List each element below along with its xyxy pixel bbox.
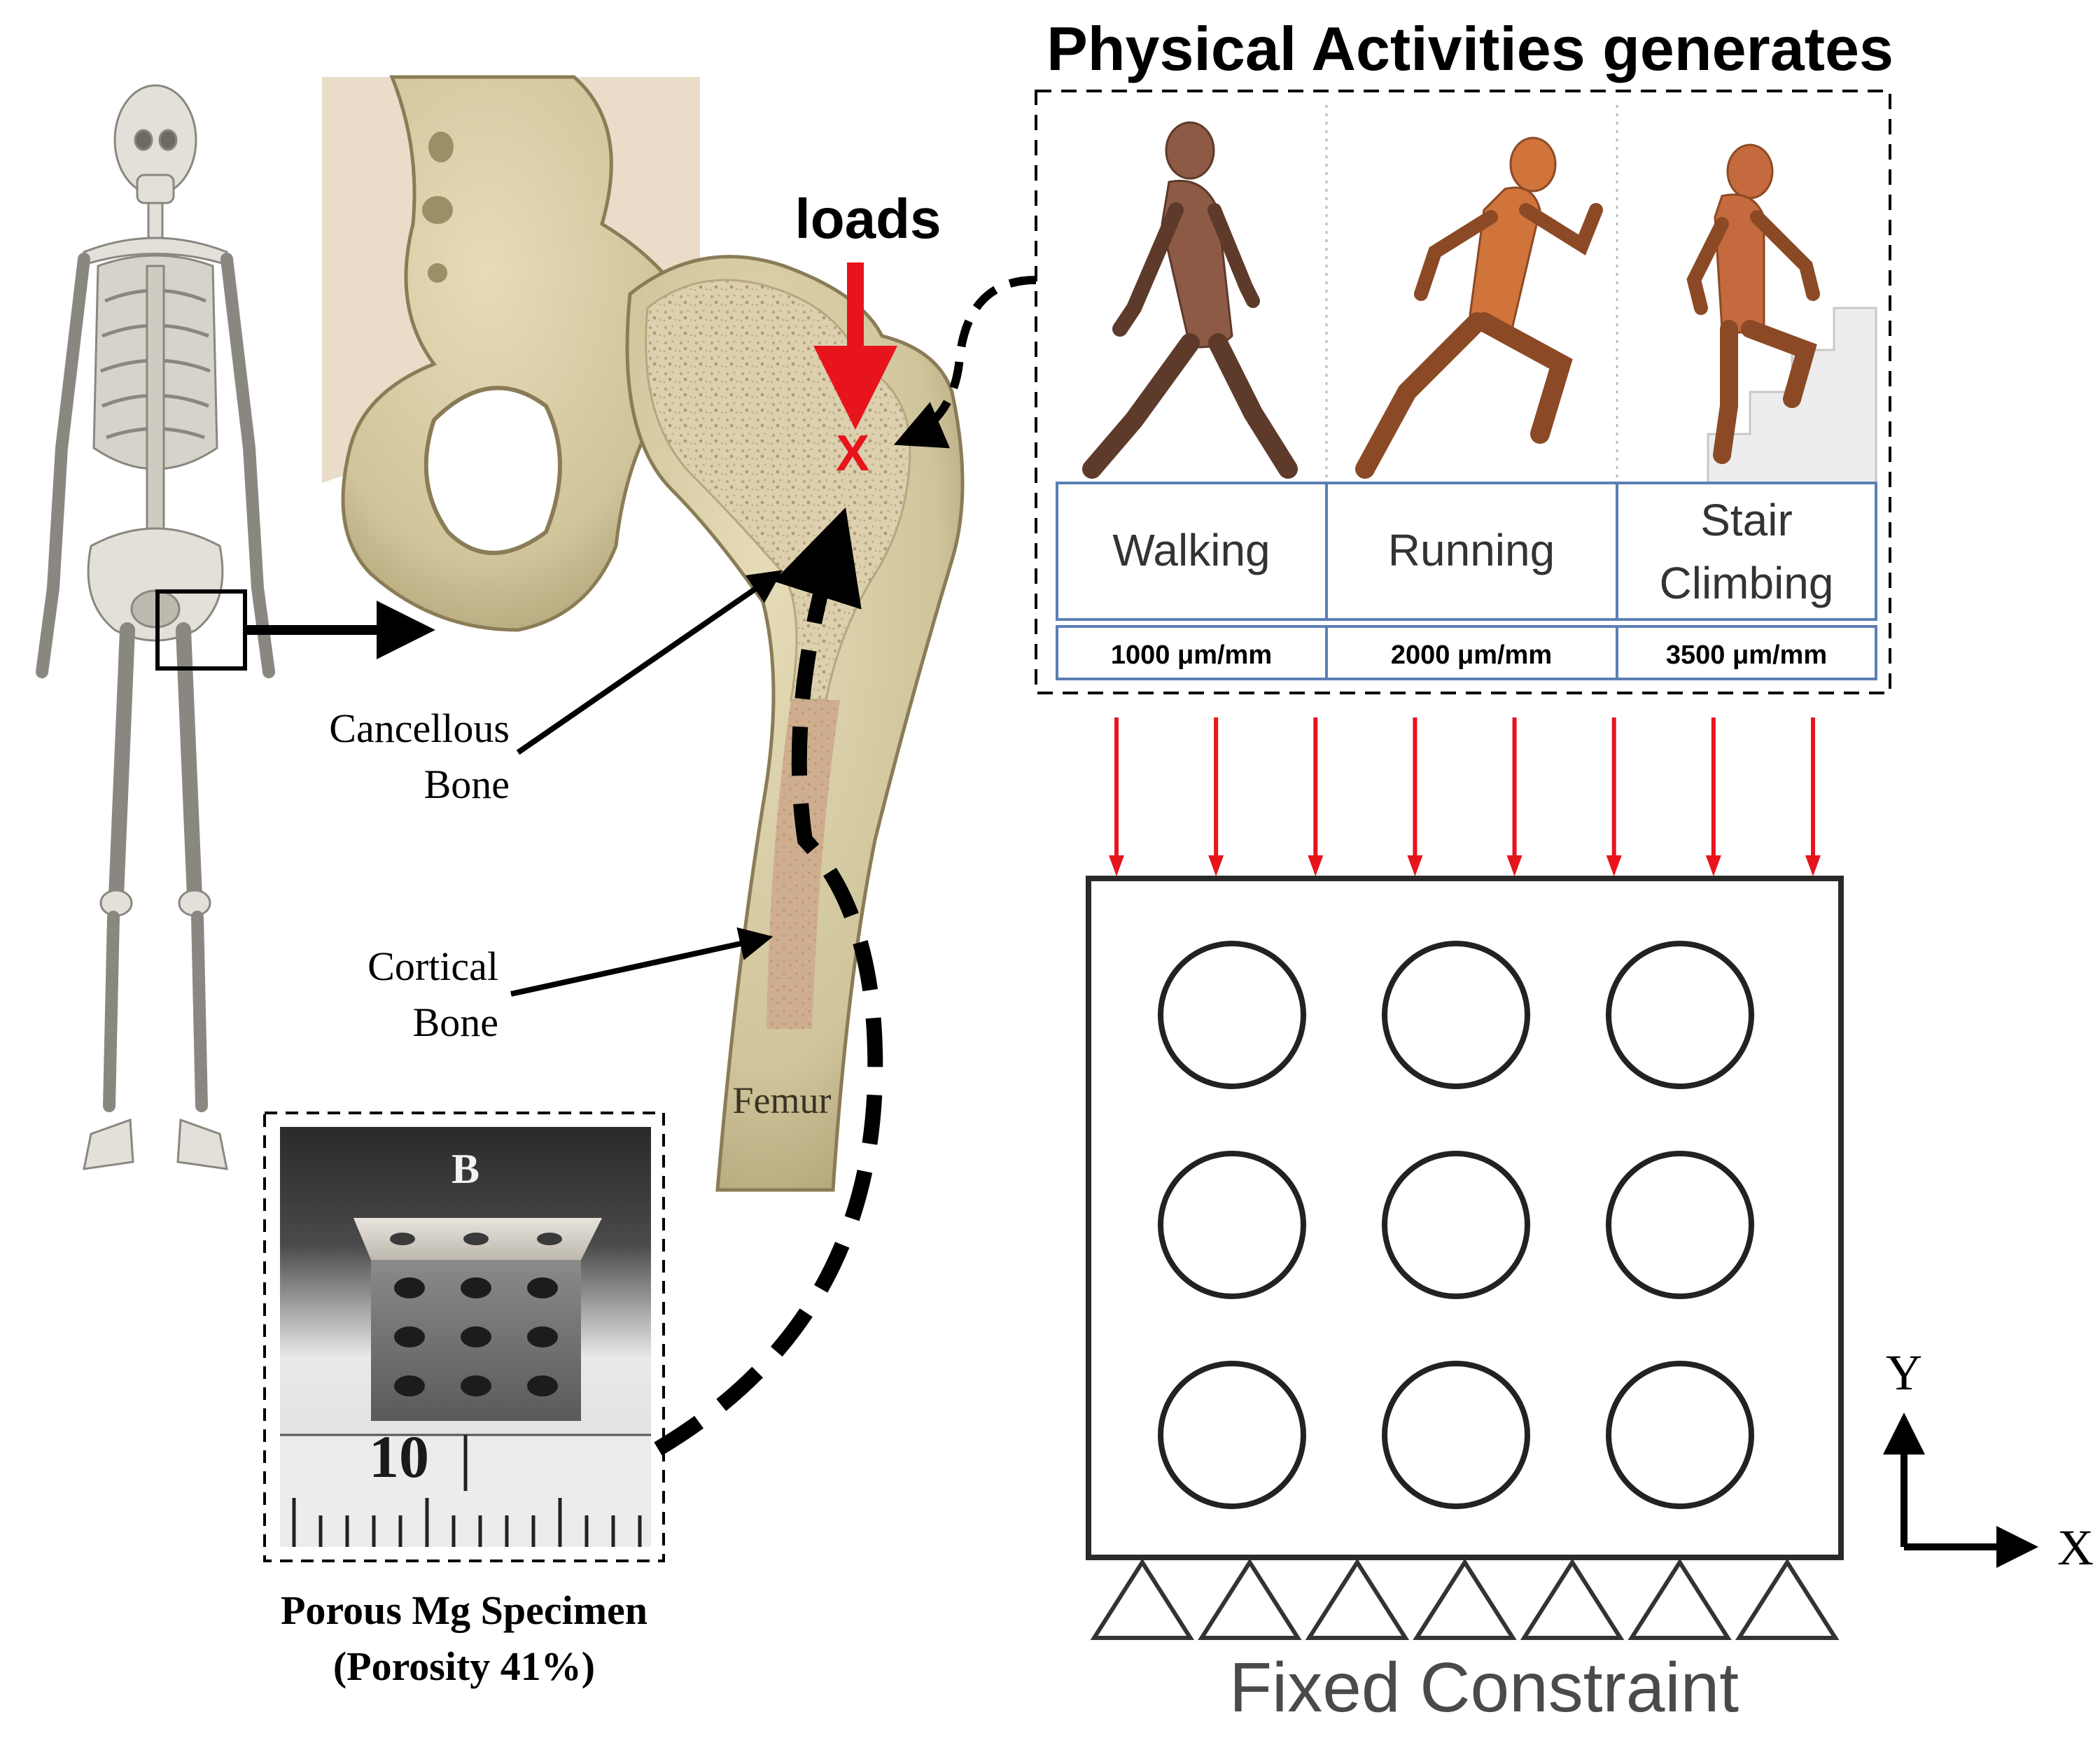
cube-front-hole bbox=[461, 1277, 491, 1298]
pore-circle bbox=[1606, 941, 1754, 1089]
support-triangle bbox=[1305, 1558, 1410, 1640]
pore-circle bbox=[1382, 941, 1530, 1089]
specimen-caption-line1: Porous Mg Specimen bbox=[281, 1588, 648, 1633]
fixed-supports bbox=[1090, 1558, 1840, 1640]
pore-circle bbox=[1158, 1151, 1306, 1299]
coordinate-axes bbox=[1883, 1413, 2038, 1568]
specimen-caption-line2: (Porosity 41%) bbox=[333, 1644, 595, 1689]
load-arrow-head bbox=[1308, 855, 1324, 876]
specimen-photo-letter: B bbox=[451, 1146, 479, 1192]
porous-model-block bbox=[1086, 876, 1844, 1560]
cancellous-bone-label-line2: Bone bbox=[424, 762, 510, 807]
distributed-load-arrows bbox=[1109, 717, 1821, 876]
specimen-dashed-frame bbox=[263, 1112, 665, 1562]
support-triangle bbox=[1090, 1558, 1195, 1640]
cube-front-hole bbox=[394, 1326, 425, 1347]
activity-running-strain: 2000 μm/mm bbox=[1391, 640, 1552, 670]
cancellous-pointer bbox=[516, 570, 783, 755]
cube-front-hole bbox=[527, 1326, 558, 1347]
hip-joint-highlight-box bbox=[155, 589, 247, 671]
axis-x-label: X bbox=[2057, 1520, 2094, 1576]
activity-table bbox=[1056, 482, 1877, 680]
activities-title: Physical Activities generates bbox=[1046, 14, 1893, 83]
support-triangle bbox=[1735, 1558, 1840, 1640]
cortical-bone-label-line2: Bone bbox=[413, 1000, 498, 1045]
femur-label: Femur bbox=[733, 1079, 832, 1121]
activity-stair-strain: 3500 μm/mm bbox=[1666, 640, 1827, 670]
pore-circle bbox=[1158, 941, 1306, 1089]
load-arrow-head bbox=[1407, 855, 1423, 876]
cube-front-hole bbox=[461, 1326, 491, 1347]
load-arrow-head bbox=[1506, 855, 1522, 876]
load-arrow-head bbox=[1606, 855, 1622, 876]
pore-circle bbox=[1606, 1361, 1754, 1509]
cortical-pointer bbox=[510, 927, 774, 997]
support-triangle bbox=[1520, 1558, 1625, 1640]
pore-circle bbox=[1158, 1361, 1306, 1509]
cube-top-hole bbox=[537, 1233, 562, 1245]
cube-front-hole bbox=[527, 1375, 558, 1396]
activities-dashed-frame bbox=[1035, 90, 1891, 694]
activities-to-load-dashed-arrow bbox=[893, 276, 1037, 449]
load-arrow-head bbox=[1208, 855, 1224, 876]
activity-running-label: Running bbox=[1388, 525, 1555, 575]
activity-walking-strain: 1000 μm/mm bbox=[1111, 640, 1272, 670]
cortical-bone-label-line1: Cortical bbox=[368, 944, 498, 989]
activity-stair-label-line2: Climbing bbox=[1660, 558, 1834, 608]
cube-top-hole bbox=[390, 1233, 415, 1245]
pore-circle bbox=[1382, 1151, 1530, 1299]
load-arrow-head bbox=[1805, 855, 1821, 876]
loads-label: loads bbox=[795, 188, 941, 250]
cube-front-hole bbox=[394, 1277, 425, 1298]
support-triangle bbox=[1413, 1558, 1517, 1640]
cube-front-hole bbox=[394, 1375, 425, 1396]
activity-walking-label: Walking bbox=[1112, 525, 1270, 575]
activity-stair-label-line1: Stair bbox=[1700, 495, 1793, 545]
cube-front-hole bbox=[527, 1277, 558, 1298]
specimen-photo bbox=[280, 1127, 651, 1547]
axis-y-label: Y bbox=[1886, 1345, 1922, 1401]
ruler-number: 10 bbox=[369, 1423, 429, 1490]
specimen-to-femur-dashed-arrow bbox=[654, 507, 883, 1456]
skeleton-illustration bbox=[36, 84, 275, 1170]
cancellous-bone-label-line1: Cancellous bbox=[329, 706, 510, 751]
walking-figure bbox=[1082, 121, 1298, 479]
load-point-marker: X bbox=[836, 426, 869, 482]
pore-circle bbox=[1606, 1151, 1754, 1299]
support-triangle bbox=[1198, 1558, 1302, 1640]
stair-climbing-figure bbox=[1686, 143, 1877, 484]
fixed-constraint-label: Fixed Constraint bbox=[1229, 1648, 1739, 1727]
pore-grid bbox=[1158, 941, 1754, 1509]
load-arrow-head bbox=[1109, 855, 1124, 876]
cube-front-hole bbox=[461, 1375, 491, 1396]
support-triangle bbox=[1628, 1558, 1732, 1640]
load-arrow-head bbox=[1705, 855, 1721, 876]
cube-top-hole bbox=[463, 1233, 489, 1245]
pore-circle bbox=[1382, 1361, 1530, 1509]
running-figure bbox=[1355, 136, 1603, 479]
